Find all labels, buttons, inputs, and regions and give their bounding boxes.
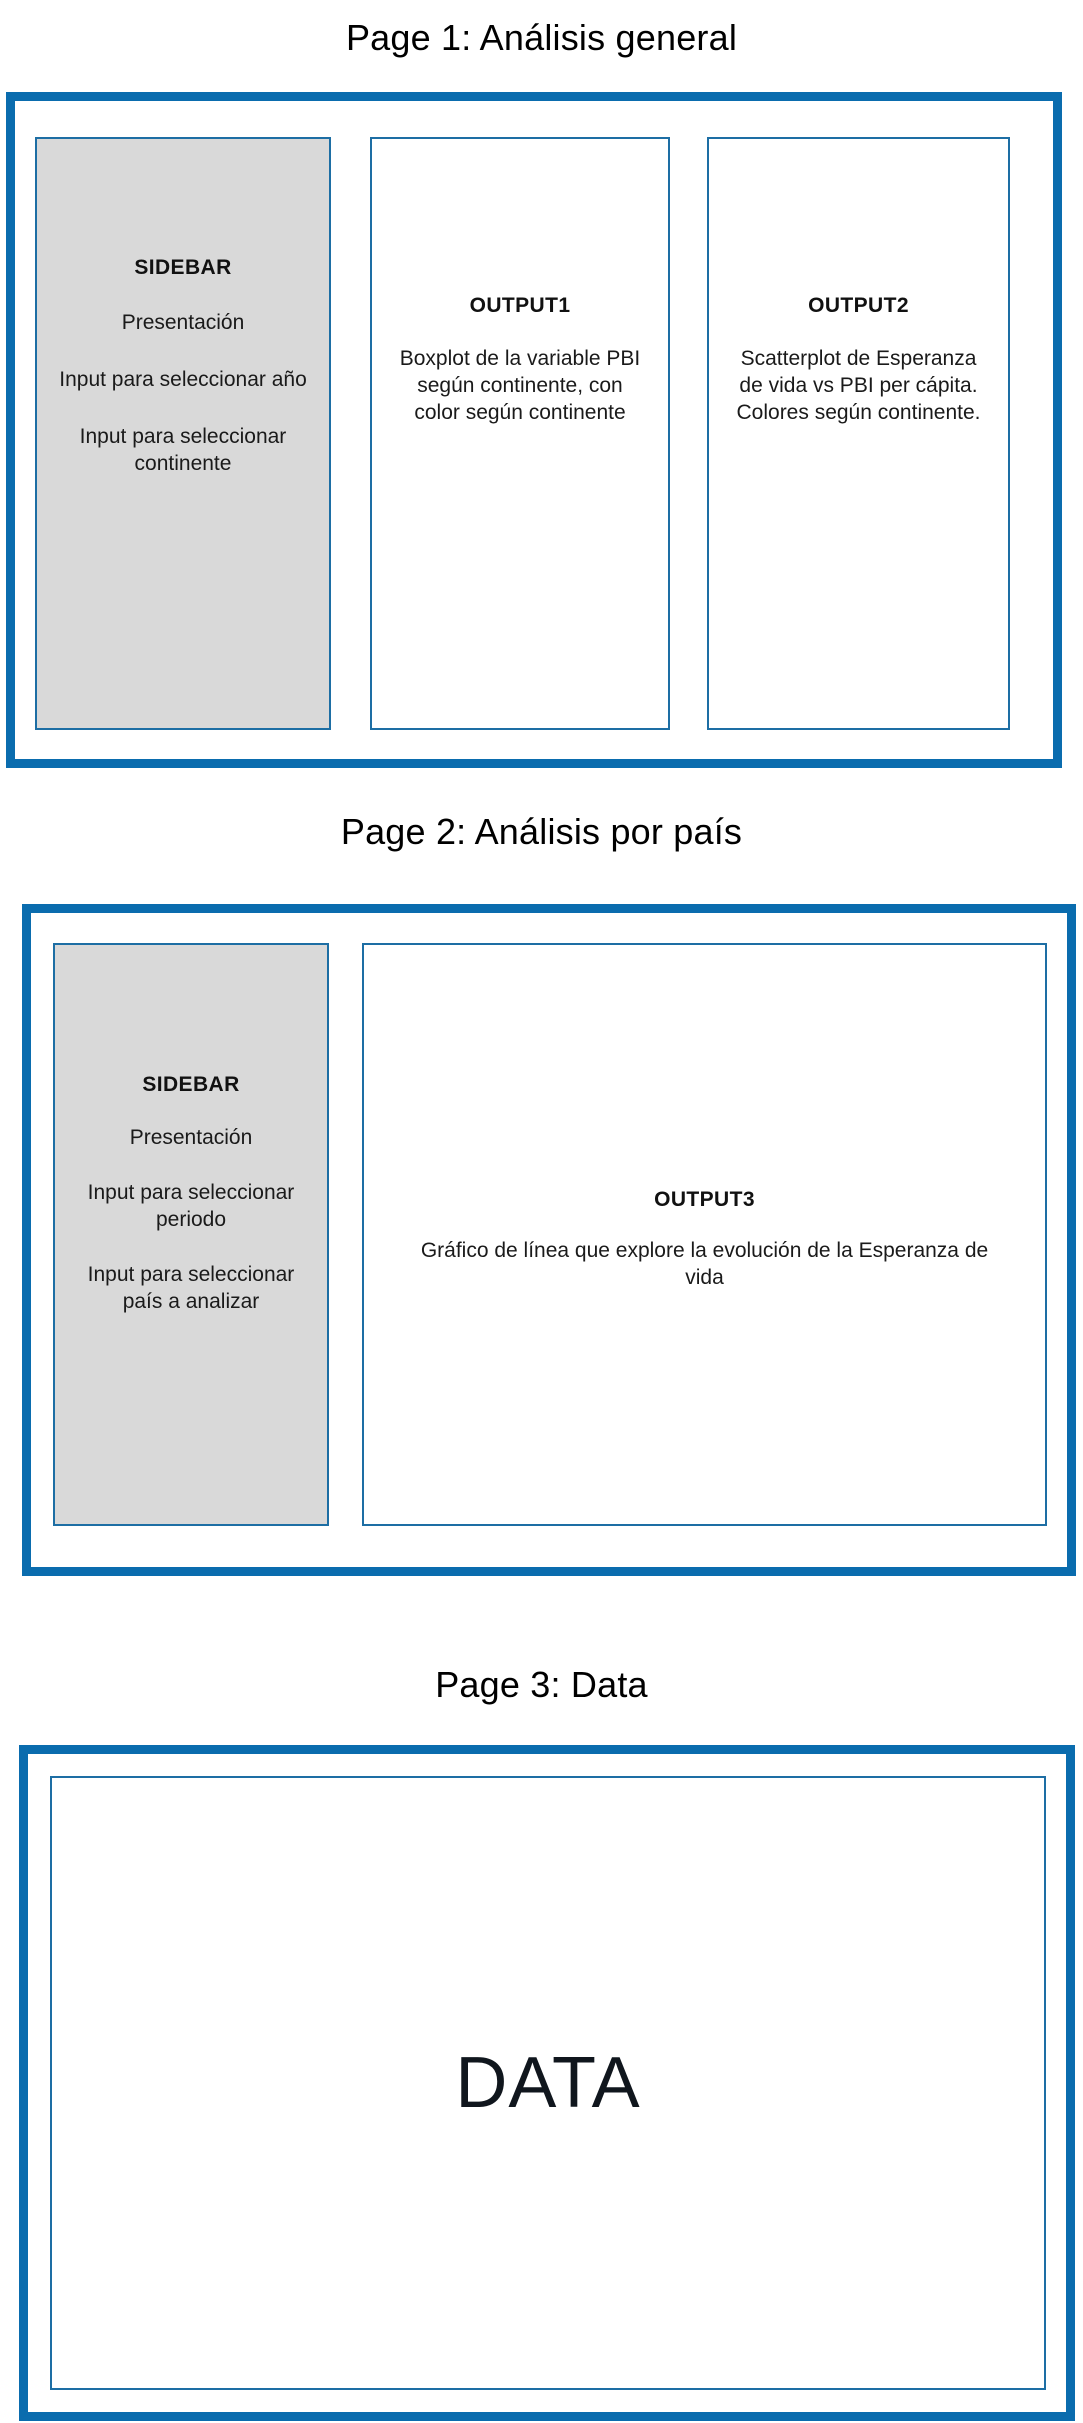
- page1-output1-description: Boxplot de la variable PBI según contine…: [399, 347, 641, 424]
- page2-sidebar-item-presentacion[interactable]: Presentación: [129, 1126, 253, 1149]
- page1-output2-heading: OUTPUT2: [808, 294, 909, 317]
- page-title-2: Page 2: Análisis por país: [340, 811, 743, 852]
- page1-sidebar-heading: SIDEBAR: [134, 256, 232, 279]
- page-frame-3: DATA: [19, 1745, 1075, 2421]
- page-title-3: Page 3: Data: [435, 1664, 648, 1705]
- page1-sidebar-item-presentacion[interactable]: Presentación: [121, 311, 245, 334]
- page2-sidebar-item-input-period[interactable]: Input para seleccionar periodo: [87, 1180, 295, 1231]
- page2-sidebar-panel[interactable]: SIDEBAR Presentación Input para seleccio…: [53, 943, 329, 1526]
- page1-output2-description: Scatterplot de Esperanza de vida vs PBI …: [736, 347, 981, 424]
- page1-output1-heading: OUTPUT1: [469, 294, 571, 317]
- page-frame-2: SIDEBAR Presentación Input para seleccio…: [22, 904, 1076, 1576]
- page1-sidebar-item-input-year[interactable]: Input para seleccionar año: [59, 367, 307, 391]
- page3-data-panel[interactable]: DATA: [50, 1776, 1046, 2390]
- page1-output2-panel[interactable]: OUTPUT2 Scatterplot de Esperanza de vida…: [707, 137, 1010, 730]
- page-title-1: Page 1: Análisis general: [345, 17, 738, 58]
- page3-data-heading: DATA: [455, 2043, 641, 2123]
- page2-sidebar-item-input-country[interactable]: Input para seleccionar país a analizar: [87, 1262, 295, 1313]
- page2-output3-heading: OUTPUT3: [654, 1188, 755, 1211]
- page2-sidebar-heading: SIDEBAR: [142, 1073, 240, 1096]
- page-frame-1: SIDEBAR Presentación Input para seleccio…: [6, 92, 1062, 768]
- page1-sidebar-item-input-continent[interactable]: Input para seleccionar continente: [79, 424, 287, 475]
- page1-sidebar-panel[interactable]: SIDEBAR Presentación Input para seleccio…: [35, 137, 331, 730]
- page1-output1-panel[interactable]: OUTPUT1 Boxplot de la variable PBI según…: [370, 137, 670, 730]
- page2-output3-description: Gráfico de línea que explore la evolució…: [420, 1239, 989, 1289]
- page2-output3-panel[interactable]: OUTPUT3 Gráfico de línea que explore la …: [362, 943, 1047, 1526]
